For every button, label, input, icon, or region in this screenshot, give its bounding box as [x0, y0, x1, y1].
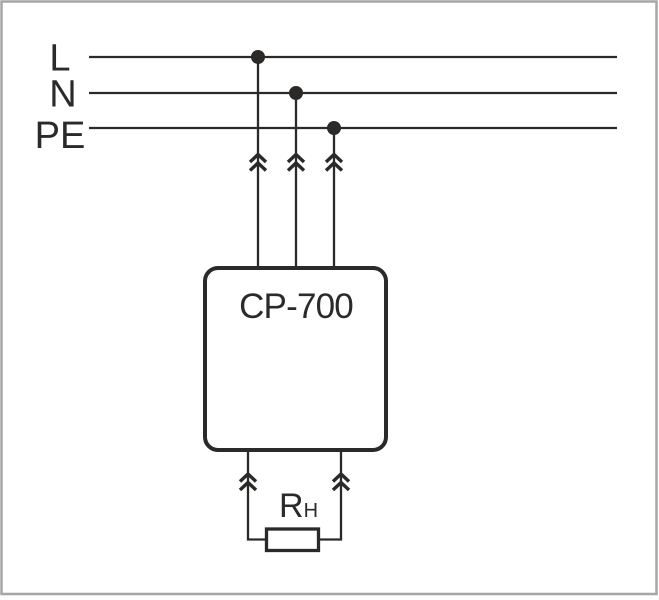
load-wire-right: [318, 450, 343, 541]
device-box: [203, 266, 388, 452]
load-label-main: R: [279, 487, 304, 525]
load-label-subscript: H: [304, 500, 318, 522]
load-wire-arrows: [238, 471, 351, 492]
bus-label-pe: PE: [35, 115, 86, 157]
load-resistor: [264, 527, 321, 553]
bus-label-l: L: [49, 38, 70, 80]
junction-dot-n: [289, 86, 303, 100]
flow-arrow-n: [286, 152, 306, 172]
flow-arrow-l: [248, 152, 268, 172]
junction-dot-pe: [327, 121, 341, 135]
load-wires: [246, 450, 343, 541]
junction-dot-l: [251, 50, 265, 64]
load-wire-left: [246, 450, 267, 541]
bus-label-n: N: [49, 74, 76, 116]
supply-bus-lines: [89, 55, 617, 130]
flow-arrow-pe: [324, 152, 344, 172]
flow-arrow-load-right: [331, 471, 351, 492]
device-label: CP-700: [239, 287, 353, 326]
load-label: RH: [279, 487, 318, 525]
drop-wire-arrows: [248, 152, 344, 172]
flow-arrow-load-left: [238, 471, 258, 492]
